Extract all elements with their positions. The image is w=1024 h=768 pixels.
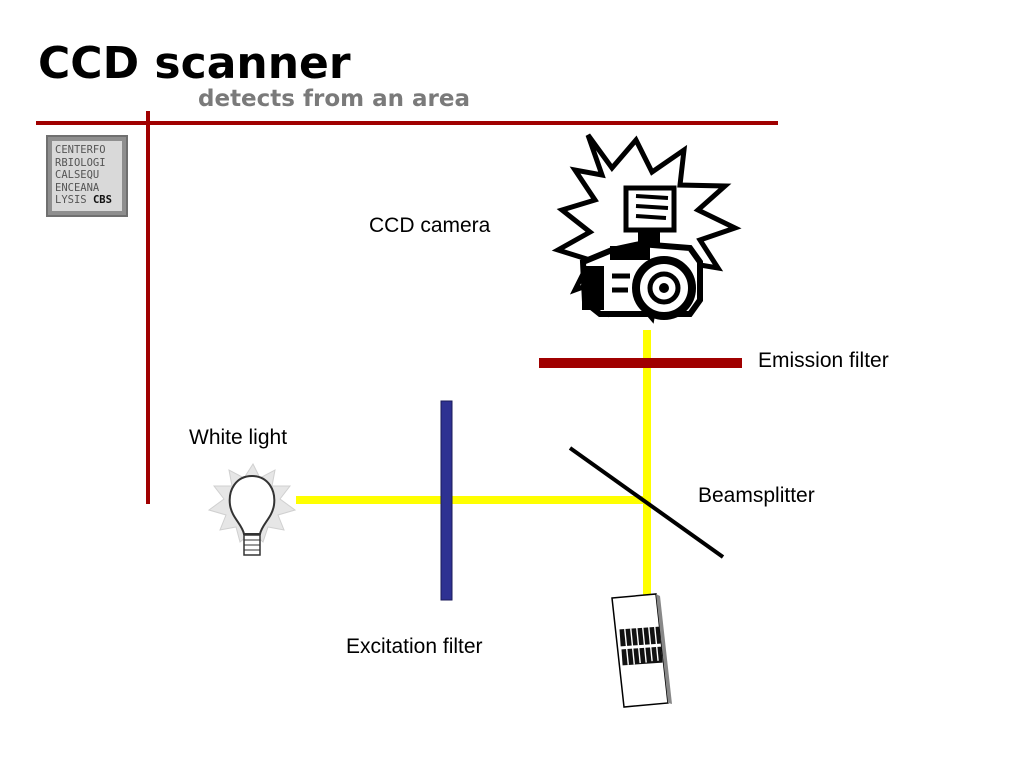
slide-glass-shadow [656, 594, 672, 704]
camera-flash-stripes [635, 194, 669, 220]
microarray-slide-icon [611, 593, 672, 708]
camera-lens-center [659, 283, 669, 293]
logo-line-4: ENCEANA [55, 181, 100, 194]
label-white-light: White light [189, 426, 288, 449]
slide-spot-columns [624, 624, 659, 665]
bulb-glass [228, 474, 276, 535]
logo-line-5: LYSIS CBS [55, 194, 119, 207]
slide-title: CCD scanner [38, 38, 351, 89]
logo-line-1: CENTERFO [55, 144, 106, 156]
camera-top-plate [610, 246, 650, 260]
light-bulb-icon [207, 462, 297, 556]
label-excitation-filter: Excitation filter [346, 635, 483, 658]
logo-cbs-mark: CBS [92, 194, 112, 206]
title-underline-rule [36, 121, 778, 125]
logo-line-3: CALSEQU [55, 169, 100, 181]
label-emission-filter: Emission filter [758, 349, 889, 372]
cbs-logo-text-block: CENTERFO RBIOLOGI CALSEQU ENCEANA LYSIS … [52, 141, 122, 211]
label-beamsplitter: Beamsplitter [698, 484, 815, 507]
camera-flash-icon [551, 133, 742, 324]
label-ccd-camera: CCD camera [369, 214, 491, 237]
camera-flash-stem [638, 230, 660, 244]
slide-subtitle: detects from an area [198, 86, 470, 112]
beamsplitter-line [568, 446, 725, 559]
camera-grip [582, 266, 604, 310]
emission-filter-bar [539, 358, 742, 368]
logo-line-2: RBIOLOGI [55, 156, 106, 169]
left-vertical-rule [146, 111, 150, 504]
camera-detail [612, 273, 630, 293]
cbs-logo: CENTERFO RBIOLOGI CALSEQU ENCEANA LYSIS … [46, 135, 128, 217]
logo-line-5-prefix: LYSIS [55, 194, 93, 206]
excitation-filter-bar [440, 400, 453, 601]
